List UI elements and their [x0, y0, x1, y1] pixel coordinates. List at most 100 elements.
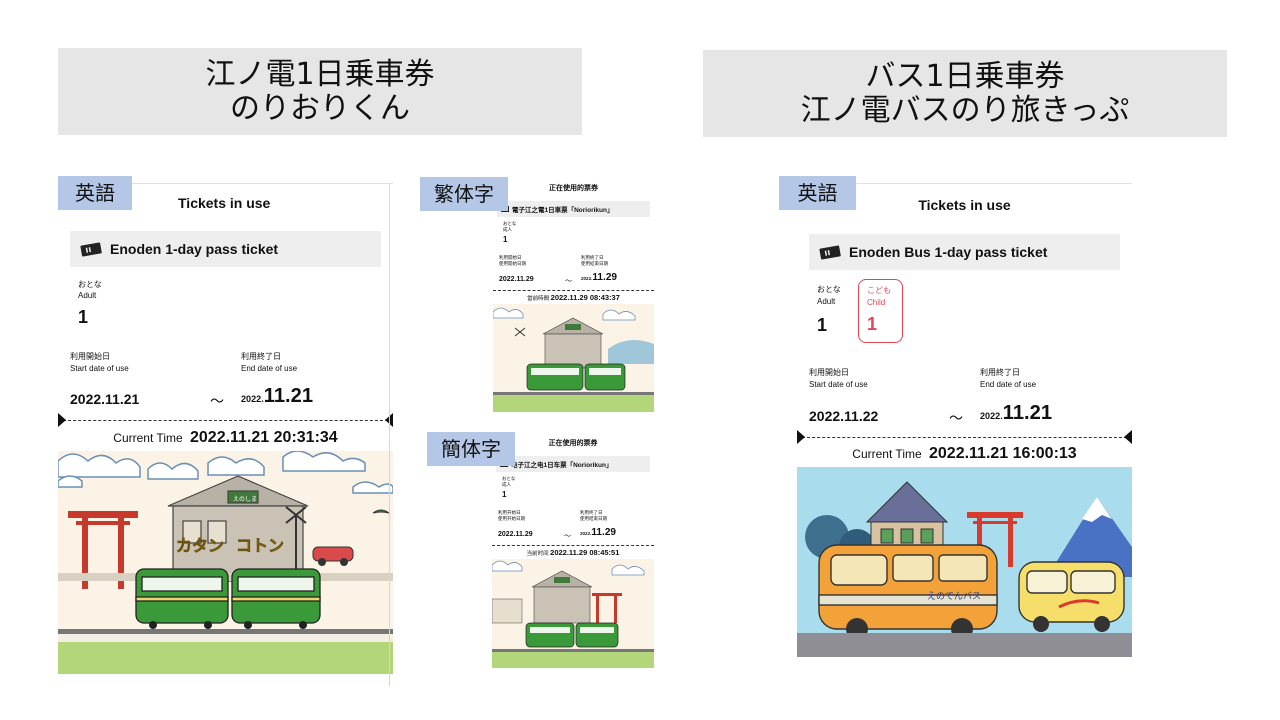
ticket-sc-train: 正在使用的票券 电子江之电1日车票「Noriorikun」 おとな 成人 1 利…: [492, 432, 654, 668]
tag-traditional: 繁体字: [420, 177, 508, 211]
title-right: バス1日乗車券 江ノ電バスのり旅きっぷ: [703, 50, 1227, 137]
perforation: [493, 290, 654, 291]
notch-right: [1124, 430, 1132, 444]
end-day: 11.29: [592, 272, 618, 283]
art-bus-text: えのでんバス: [927, 591, 981, 602]
end-date: 2022.11.29: [581, 272, 617, 283]
child-count: 1: [867, 314, 878, 334]
start-label: Start date of use: [809, 380, 868, 389]
pass-name: 電子江之電1日車票「Noriorikun」: [512, 207, 614, 214]
notch-left: [797, 430, 805, 444]
ticket-header: Tickets in use: [918, 197, 1011, 213]
end-label: 利用终了日: [580, 510, 603, 515]
start-date: 2022.11.22: [809, 408, 879, 424]
end-date: 2022.11.29: [580, 527, 616, 538]
start-sub: 使用開始日期: [499, 261, 526, 266]
current-time-value: 2022.11.29 08:43:37: [550, 293, 620, 302]
ticket-icon: [80, 241, 102, 257]
pass-name: 电子江之电1日车票「Noriorikun」: [511, 462, 613, 469]
tag-english-right: 英語: [779, 176, 856, 210]
adult-label: Adult: [78, 291, 97, 300]
perforation: [492, 545, 654, 546]
start-sub: 使用开始日期: [498, 516, 525, 521]
start-date: 2022.11.29: [498, 531, 533, 538]
adult-count: 1: [503, 235, 508, 244]
title-right-line1: バス1日乗車券: [865, 59, 1065, 94]
date-tilde: ～: [564, 533, 571, 540]
title-left-line1: 江ノ電1日乗車券: [205, 57, 435, 92]
start-label: 利用开始日: [498, 510, 521, 515]
end-sub: 使用结束日期: [580, 516, 607, 521]
child-count-card: こども Child 1: [858, 279, 903, 343]
adult-jp: おとな: [502, 476, 516, 481]
end-year: 2022.: [241, 394, 264, 404]
adult-label: Adult: [817, 297, 836, 306]
art-sign: えのしま: [233, 496, 257, 503]
ticket-icon: [819, 244, 841, 260]
date-tilde: ～: [210, 393, 224, 409]
train-illustration: えのしま カタン コトン: [58, 451, 393, 674]
start-date: 2022.11.29: [499, 276, 534, 283]
ticket-edge: [389, 183, 390, 686]
train-illustration: [492, 559, 654, 668]
adult-jp: おとな: [503, 221, 517, 226]
current-time-value: 2022.11.21 16:00:13: [929, 445, 1077, 462]
ticket-tc-train: 正在使用的票券 電子江之電1日車票「Noriorikun」 おとな 成人 1 利…: [493, 177, 654, 412]
current-time: Current Time 2022.11.21 20:31:34: [58, 429, 393, 447]
ticket-en-bus: Tickets in use Enoden Bus 1-day pass tic…: [797, 177, 1132, 657]
pass-name-bar: Enoden Bus 1-day pass ticket: [809, 234, 1120, 270]
current-time-label: 当前时间: [526, 551, 549, 557]
title-left-line2: のりおりくん: [230, 91, 410, 126]
current-time-value: 2022.11.29 08:45:51: [550, 548, 620, 557]
notch-left: [58, 413, 66, 427]
ticket-header: 正在使用的票券: [549, 185, 598, 192]
end-day: 11.29: [591, 527, 617, 538]
current-time-label: 當前時間: [527, 296, 550, 302]
date-tilde: ～: [565, 278, 572, 285]
end-label: End date of use: [241, 364, 298, 373]
current-time-label: Current Time: [852, 447, 922, 461]
current-time: Current Time 2022.11.21 16:00:13: [797, 445, 1132, 463]
start-label: 利用開始日: [499, 255, 522, 260]
ticket-header: 正在使用的票券: [548, 440, 598, 447]
pass-name: Enoden Bus 1-day pass ticket: [849, 244, 1048, 260]
date-tilde: ～: [949, 410, 963, 426]
adult-jp: おとな: [78, 280, 102, 289]
end-label: 利用終了日: [581, 255, 604, 260]
start-label: Start date of use: [70, 364, 129, 373]
pass-name-bar: 电子江之电1日车票「Noriorikun」: [496, 456, 650, 472]
end-day: 11.21: [1002, 402, 1053, 424]
title-left: 江ノ電1日乗車券 のりおりくん: [58, 48, 582, 135]
end-date: 2022.11.21: [980, 402, 1052, 425]
title-right-line2: 江ノ電バスのり旅きっぷ: [800, 93, 1130, 128]
end-label: End date of use: [980, 380, 1037, 389]
divider: [58, 183, 393, 184]
start-jp: 利用開始日: [809, 368, 849, 377]
child-jp: こども: [867, 286, 891, 295]
tag-english-left: 英語: [58, 176, 132, 210]
perforation: [58, 420, 393, 421]
adult-count: 1: [78, 307, 89, 327]
adult-label: 成人: [503, 227, 512, 232]
adult-count: 1: [817, 315, 828, 335]
art-text-1: カタン: [176, 536, 224, 555]
ticket-header: Tickets in use: [178, 195, 271, 211]
tag-simplified: 簡体字: [427, 432, 515, 466]
art-text-2: コトン: [236, 536, 284, 555]
current-time: 当前时间 2022.11.29 08:45:51: [492, 548, 654, 557]
divider: [797, 183, 1132, 184]
adult-count: 1: [502, 490, 507, 499]
ticket-en-train: Tickets in use Enoden 1-day pass ticket …: [58, 177, 393, 674]
start-date: 2022.11.21: [70, 391, 140, 407]
end-jp: 利用終了日: [980, 368, 1020, 377]
adult-jp: おとな: [817, 285, 841, 294]
adult-label: 成人: [502, 482, 511, 487]
end-year: 2022.: [980, 411, 1003, 421]
end-date: 2022.11.21: [241, 385, 313, 408]
end-year: 2022.: [581, 276, 593, 281]
current-time: 當前時間 2022.11.29 08:43:37: [493, 293, 654, 302]
start-jp: 利用開始日: [70, 352, 110, 361]
end-jp: 利用終了日: [241, 352, 281, 361]
end-year: 2022.: [580, 531, 592, 536]
current-time-label: Current Time: [113, 431, 183, 445]
